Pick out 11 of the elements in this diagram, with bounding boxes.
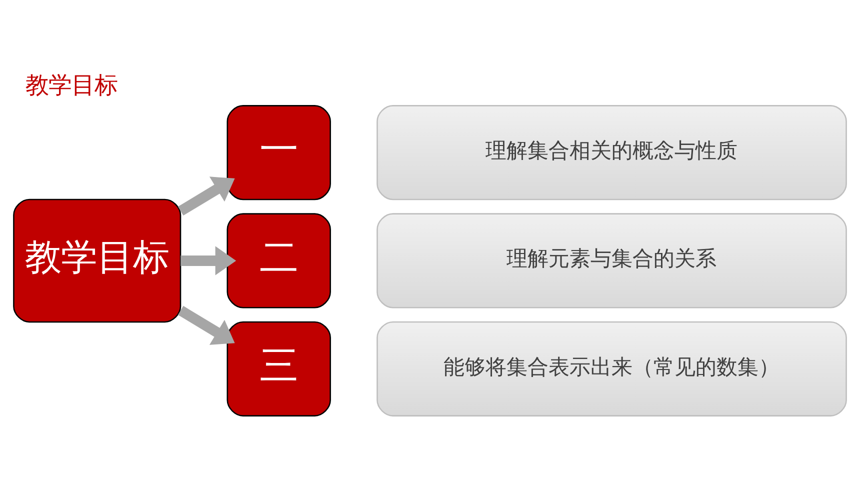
arrow [178, 176, 235, 216]
node-box: 理解集合相关的概念与性质 [376, 104, 847, 200]
diagram-title: 教学目标 [26, 70, 118, 99]
node-box: 理解元素与集合的关系 [376, 212, 847, 308]
node-box: 二 [226, 212, 331, 308]
node-box: 三 [226, 320, 331, 416]
node-box: 一 [226, 104, 331, 200]
node-box: 教学目标 [13, 198, 182, 322]
arrow [180, 246, 236, 275]
arrow [178, 305, 235, 344]
node-box: 能够将集合表示出来（常见的数集） [376, 320, 847, 416]
